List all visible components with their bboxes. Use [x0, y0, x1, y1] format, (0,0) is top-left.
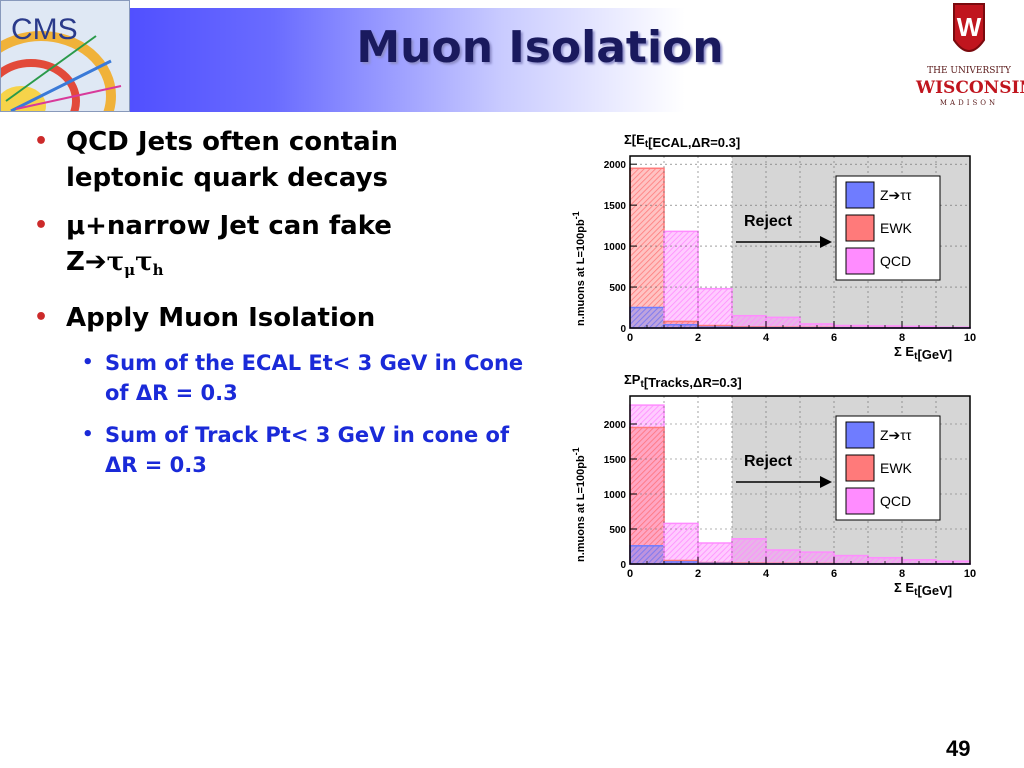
legend-label: Z➔ττ [880, 187, 912, 203]
legend-swatch [845, 454, 875, 482]
x-tick-label: 8 [899, 332, 905, 344]
tau-subscript: h [152, 261, 164, 279]
bar-z-0 [629, 306, 665, 329]
x-tick-label: 10 [964, 568, 976, 580]
uw-line2: WISCONSIN [916, 78, 1024, 98]
y-tick-label: 2000 [604, 420, 627, 431]
bullet-dot: • [34, 129, 49, 154]
x-tick-label: 6 [831, 568, 837, 580]
bullet-dot: • [34, 213, 49, 238]
title-bar [0, 8, 913, 112]
slide-title: Muon Isolation [356, 22, 724, 73]
legend-label: EWK [880, 460, 913, 476]
page-number: 49 [946, 736, 971, 761]
legend-swatch [845, 487, 875, 515]
y-axis-label: n.muons at L=100pb-1 [571, 447, 587, 562]
y-tick-label: 1500 [604, 201, 627, 212]
legend-swatch [845, 247, 875, 275]
y-tick-label: 1000 [604, 242, 627, 253]
chart-title: Σ[Et[ECAL,ΔR=0.3] [624, 132, 740, 150]
chart-title: ΣPt[Tracks,ΔR=0.3] [624, 372, 742, 390]
bar-ewk-0 [629, 426, 665, 565]
tau-subscript: μ [124, 261, 136, 279]
bullet-item: • Apply Muon Isolation [30, 300, 530, 336]
svg-text:W: W [957, 12, 982, 42]
reject-annotation: Reject [744, 453, 793, 470]
tau-symbol: τ [135, 247, 153, 277]
sub-bullet-text: Sum of Track Pt< 3 GeV in cone of ΔR = 0… [105, 423, 510, 477]
reject-arrow-head [820, 236, 832, 248]
uw-line3: MADISON [939, 99, 999, 107]
bullet-item: • μ+narrow Jet can fake Z➔τμτh [30, 208, 496, 288]
y-axis-label: n.muons at L=100pb-1 [571, 211, 587, 326]
bar-qcd-1 [663, 522, 699, 565]
x-tick-label: 2 [695, 332, 701, 344]
uw-logo: W [914, 0, 1024, 112]
x-tick-label: 8 [899, 568, 905, 580]
y-tick-label: 1000 [604, 490, 627, 501]
reject-arrow-head [820, 476, 832, 488]
track-isolation-chart: 0 2 4 6 8 10 0 500 1000 1500 2000 ΣPt[Tracks,ΔR=0.3… [571, 372, 976, 598]
legend-label: QCD [880, 493, 911, 509]
bar-qcd-2 [697, 542, 733, 565]
legend-swatch [845, 421, 875, 449]
x-tick-label: 0 [627, 568, 633, 580]
x-tick-label: 4 [763, 332, 770, 344]
legend-label: Z➔ττ [880, 427, 912, 443]
y-tick-label: 2000 [604, 160, 627, 171]
reject-annotation: Reject [744, 213, 793, 230]
x-tick-label: 0 [627, 332, 633, 344]
bar-qcd-3 [731, 538, 767, 565]
sub-bullet-item: • Sum of the ECAL Et< 3 GeV in Cone of Δ… [30, 348, 525, 408]
bullet-dot: • [34, 305, 49, 330]
sub-bullet-text: Sum of the ECAL Et< 3 GeV in Cone of ΔR … [105, 351, 524, 405]
y-tick-label: 500 [609, 525, 626, 536]
bar-ewk-0 [629, 167, 665, 329]
cms-logo: CMS [0, 0, 130, 112]
bullet-text: QCD Jets often contain leptonic quark de… [66, 127, 399, 193]
legend-swatch [845, 214, 875, 242]
y-tick-label: 0 [620, 560, 626, 571]
sub-bullet-item: • Sum of Track Pt< 3 GeV in cone of ΔR =… [30, 420, 525, 480]
x-tick-label: 6 [831, 332, 837, 344]
bullet-item: • QCD Jets often contain leptonic quark … [30, 124, 506, 196]
bullet-text: μ+narrow Jet can fake Z [66, 211, 392, 277]
x-tick-label: 2 [695, 568, 701, 580]
cms-logo-text: CMS [11, 13, 78, 46]
sub-bullet-dot: • [82, 352, 94, 373]
y-tick-label: 500 [609, 283, 626, 294]
legend-label: EWK [880, 220, 913, 236]
x-tick-label: 10 [964, 332, 976, 344]
bullet-text: Apply Muon Isolation [66, 303, 376, 333]
x-axis-label: Σ Et[GeV] [894, 580, 952, 598]
x-tick-label: 4 [763, 568, 770, 580]
x-axis-label: Σ Et[GeV] [894, 344, 952, 362]
bar-qcd-2 [697, 287, 733, 329]
y-tick-label: 1500 [604, 455, 627, 466]
legend-label: QCD [880, 253, 911, 269]
bar-qcd-1 [663, 230, 699, 329]
ecal-isolation-chart: 0 2 4 6 8 10 0 500 1000 1500 2000 Σ[Et[ECAL,ΔR=0.3]… [571, 132, 976, 362]
y-tick-label: 0 [620, 324, 626, 335]
tau-symbol: τ [106, 247, 125, 277]
arrow-icon: ➔ [84, 247, 107, 277]
sub-bullet-dot: • [82, 424, 94, 445]
legend-swatch [845, 181, 875, 209]
bullet-list: • QCD Jets often contain leptonic quark … [30, 124, 530, 492]
uw-line1: THE UNIVERSITY [927, 66, 1011, 76]
